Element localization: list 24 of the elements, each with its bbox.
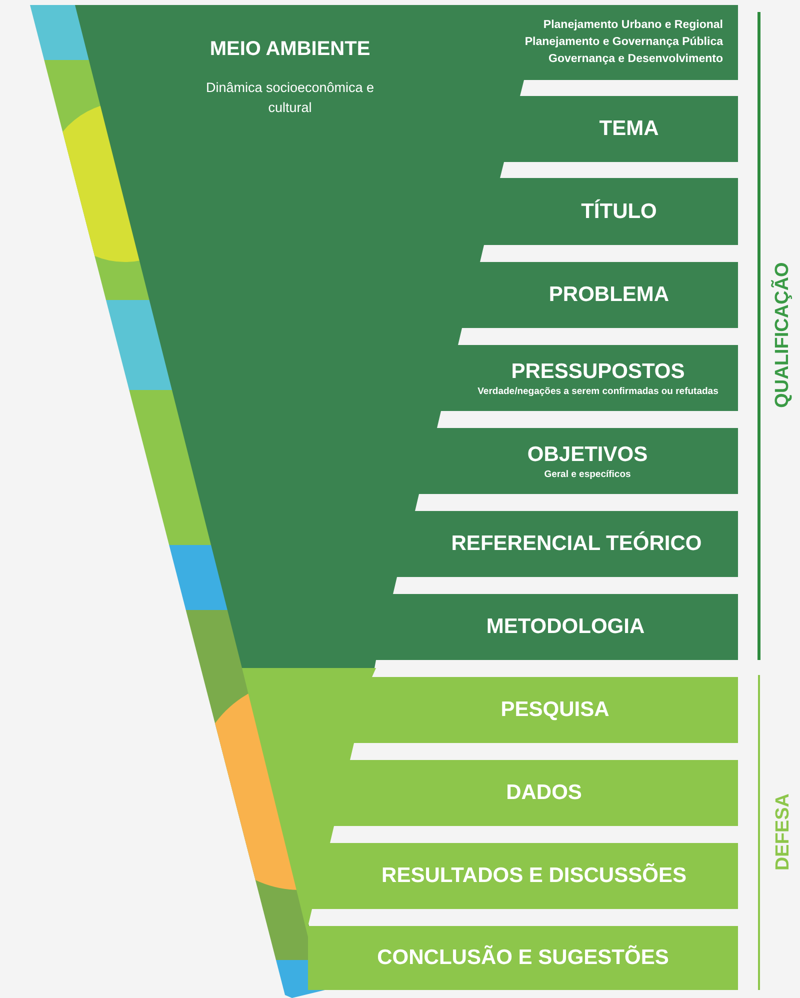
stage-subtitle: Verdade/negações a serem confirmadas ou refutadas xyxy=(478,386,718,396)
stage-band xyxy=(308,926,738,990)
stage-title: PESQUISA xyxy=(500,698,610,722)
stage-title: REFERENCIAL TEÓRICO xyxy=(451,532,702,556)
stage-title: CONCLUSÃO E SUGESTÕES xyxy=(377,946,669,970)
stage-subtitle: Geral e específicos xyxy=(544,468,631,480)
stage-band xyxy=(372,677,738,743)
stage-title: RESULTADOS E DISCUSSÕES xyxy=(382,864,686,888)
stage-title: TEMA xyxy=(599,117,659,141)
section-subtitle: Dinâmica socioeconômica e cultural xyxy=(204,79,376,117)
topic-item: Planejamento e Governança Pública xyxy=(524,35,723,50)
stage-title: PROBLEMA xyxy=(548,283,670,307)
stage-title: DADOS xyxy=(506,781,582,805)
stage-title: PRESSUPOSTOS xyxy=(511,360,685,384)
stage-title: OBJETIVOS xyxy=(527,442,648,466)
section-title: MEIO AMBIENTE xyxy=(208,37,372,62)
phase-label: DEFESA xyxy=(772,793,794,871)
topic-item: Planejamento Urbano e Regional xyxy=(543,18,723,33)
stage-band xyxy=(330,843,738,909)
stage-title: TÍTULO xyxy=(581,200,657,224)
stage-band xyxy=(350,760,738,826)
stage-title: METODOLOGIA xyxy=(486,615,645,639)
topic-item: Governança e Desenvolvimento xyxy=(548,52,723,67)
phase-label: QUALIFICAÇÃO xyxy=(772,262,794,408)
